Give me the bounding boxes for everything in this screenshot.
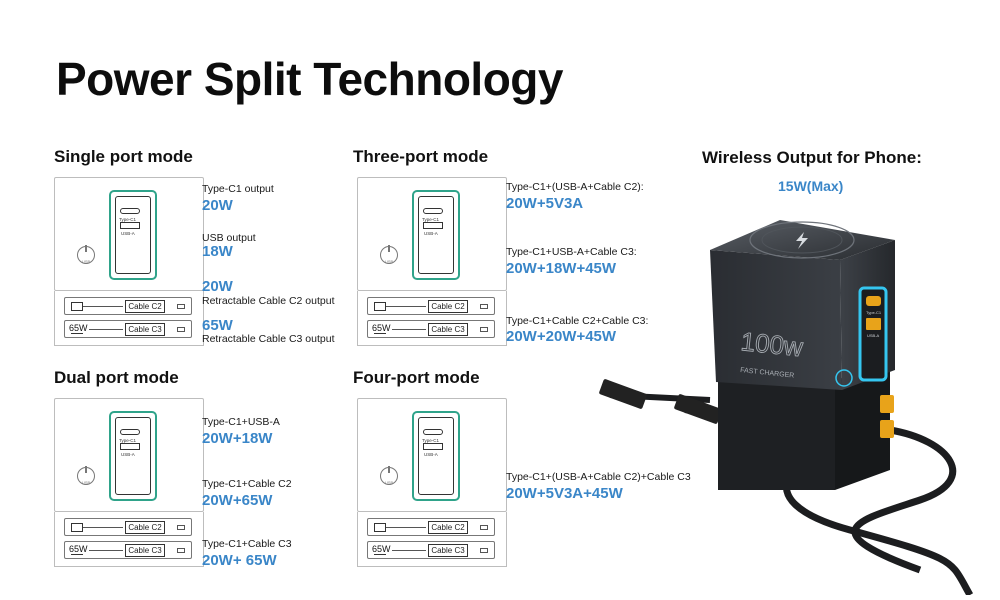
four-mode-diagram: USB Type-C1 USB-A Cable C2 65W Cable C3 <box>357 398 507 568</box>
dual-item-2-label: Type-C1+Cable C2 <box>202 478 292 490</box>
cable-c3-row: 65W Cable C3 <box>64 320 192 338</box>
usb-a-port-icon <box>423 222 443 229</box>
cable-c3-row: 65W Cable C3 <box>64 541 192 559</box>
four-item-1-value: 20W+5V3A+45W <box>506 485 623 502</box>
three-item-2-label: Type-C1+USB-A+Cable C3: <box>506 246 637 258</box>
charging-bolt-icon <box>796 232 808 249</box>
three-item-2-value: 20W+18W+45W <box>506 260 617 277</box>
cable-c2-row: Cable C2 <box>367 518 495 536</box>
brand-100w: 100w <box>739 326 804 362</box>
cable-c2-label: Cable C2 <box>125 300 165 313</box>
plug-icon <box>71 302 83 311</box>
dual-item-3-value: 20W+ 65W <box>202 552 277 569</box>
three-mode-diagram: USB Type-C1 USB-A Cable C2 65W Cable C3 <box>357 177 507 347</box>
cable-c3-label: Cable C3 <box>428 544 468 557</box>
four-mode-title: Four-port mode <box>353 368 480 387</box>
usb-c-label: Type-C1 <box>422 438 440 443</box>
usb-a-label: USB-A <box>424 231 438 236</box>
single-mode-diagram: USB Type-C1 USB-A Cable C2 65W Cable C3 <box>54 177 204 347</box>
cable-c2-label: Cable C2 <box>125 521 165 534</box>
cable-c3-label: Cable C3 <box>125 323 165 336</box>
three-item-3-label: Type-C1+Cable C2+Cable C3: <box>506 315 649 327</box>
dual-item-2-value: 20W+65W <box>202 492 273 509</box>
cable-watt-label: 65W <box>371 323 392 333</box>
cable-watt-label: 65W <box>68 544 89 554</box>
dual-item-3-label: Type-C1+Cable C3 <box>202 538 292 550</box>
dual-item-1-value: 20W+18W <box>202 430 273 447</box>
port-panel-highlight: Type-C1 USB-A <box>109 190 157 280</box>
dual-item-1-label: Type-C1+USB-A <box>202 416 280 428</box>
single-item-2-value: 18W <box>202 243 233 260</box>
four-item-1-label: Type-C1+(USB-A+Cable C2)+Cable C3 <box>506 471 691 483</box>
port-c-label: Type-C1 <box>866 310 882 315</box>
port-a-label: USB-A <box>867 333 880 338</box>
three-mode-title: Three-port mode <box>353 147 489 166</box>
single-item-2-label: USB output <box>202 232 256 244</box>
usb-c-label: Type-C1 <box>422 217 440 222</box>
usb-c-port-icon <box>120 208 140 214</box>
usb-c-label: Type-C1 <box>119 438 137 443</box>
cable-c2-row: Cable C2 <box>367 297 495 315</box>
page-title: Power Split Technology <box>56 53 563 105</box>
plug-icon <box>374 302 386 311</box>
cable-c3-row: 65W Cable C3 <box>367 320 495 338</box>
power-button-icon <box>77 466 95 485</box>
single-item-4-value: 65W <box>202 317 233 334</box>
charger-illustration: Type-C1 USB-A 100w FAST CHARGER <box>599 220 974 597</box>
cable-c2-row: Cable C2 <box>64 297 192 315</box>
usb-c-port-icon <box>423 208 443 214</box>
power-label: USB <box>385 259 394 264</box>
port-panel-highlight: Type-C1 USB-A <box>412 411 460 501</box>
single-item-1-value: 20W <box>202 197 233 214</box>
plug-icon <box>374 523 386 532</box>
cable-c3-label: Cable C3 <box>428 323 468 336</box>
charger-body-outline: USB Type-C1 USB-A <box>54 177 204 291</box>
cable-c2-row: Cable C2 <box>64 518 192 536</box>
usb-a-port-icon <box>120 443 140 450</box>
dual-mode-title: Dual port mode <box>54 368 179 387</box>
wireless-output-value: 15W(Max) <box>778 178 844 194</box>
dual-mode-diagram: USB Type-C1 USB-A Cable C2 65W Cable C3 <box>54 398 204 568</box>
three-item-3-value: 20W+20W+45W <box>506 328 617 345</box>
single-item-1-label: Type-C1 output <box>202 183 274 195</box>
port-panel-highlight: Type-C1 USB-A <box>109 411 157 501</box>
power-label: USB <box>385 480 394 485</box>
usb-a-port-icon <box>120 222 140 229</box>
plug-icon <box>71 523 83 532</box>
power-button-icon <box>380 466 398 485</box>
port-panel-highlight: Type-C1 USB-A <box>412 190 460 280</box>
usb-a-label: USB-A <box>121 231 135 236</box>
single-mode-title: Single port mode <box>54 147 193 166</box>
power-label: USB <box>82 480 91 485</box>
charger-body-outline: USB Type-C1 USB-A <box>54 398 204 512</box>
charger-body-outline: USB Type-C1 USB-A <box>357 398 507 512</box>
three-item-1-label: Type-C1+(USB-A+Cable C2): <box>506 181 644 193</box>
charger-product-image: Type-C1 USB-A 100w FAST CHARGER <box>590 200 990 597</box>
power-label: USB <box>82 259 91 264</box>
usb-c-label: Type-C1 <box>119 217 137 222</box>
cable-c3-label: Cable C3 <box>125 544 165 557</box>
three-item-1-value: 20W+5V3A <box>506 195 584 212</box>
cable-watt-label: 65W <box>68 323 89 333</box>
single-item-4-label: Retractable Cable C3 output <box>202 333 335 345</box>
cable-c3-row: 65W Cable C3 <box>367 541 495 559</box>
usb-c-port-icon <box>423 429 443 435</box>
usb-c-port-icon <box>120 429 140 435</box>
cable-watt-label: 65W <box>371 544 392 554</box>
charger-body-outline: USB Type-C1 USB-A <box>357 177 507 291</box>
single-item-3-value: 20W <box>202 278 233 295</box>
cable-c2-label: Cable C2 <box>428 521 468 534</box>
wireless-output-title: Wireless Output for Phone: <box>702 148 922 167</box>
usb-a-label: USB-A <box>424 452 438 457</box>
power-button-icon <box>77 245 95 264</box>
usb-a-port-icon <box>423 443 443 450</box>
cable-c2-label: Cable C2 <box>428 300 468 313</box>
single-item-3-label: Retractable Cable C2 output <box>202 295 335 307</box>
power-button-icon <box>380 245 398 264</box>
usb-a-label: USB-A <box>121 452 135 457</box>
